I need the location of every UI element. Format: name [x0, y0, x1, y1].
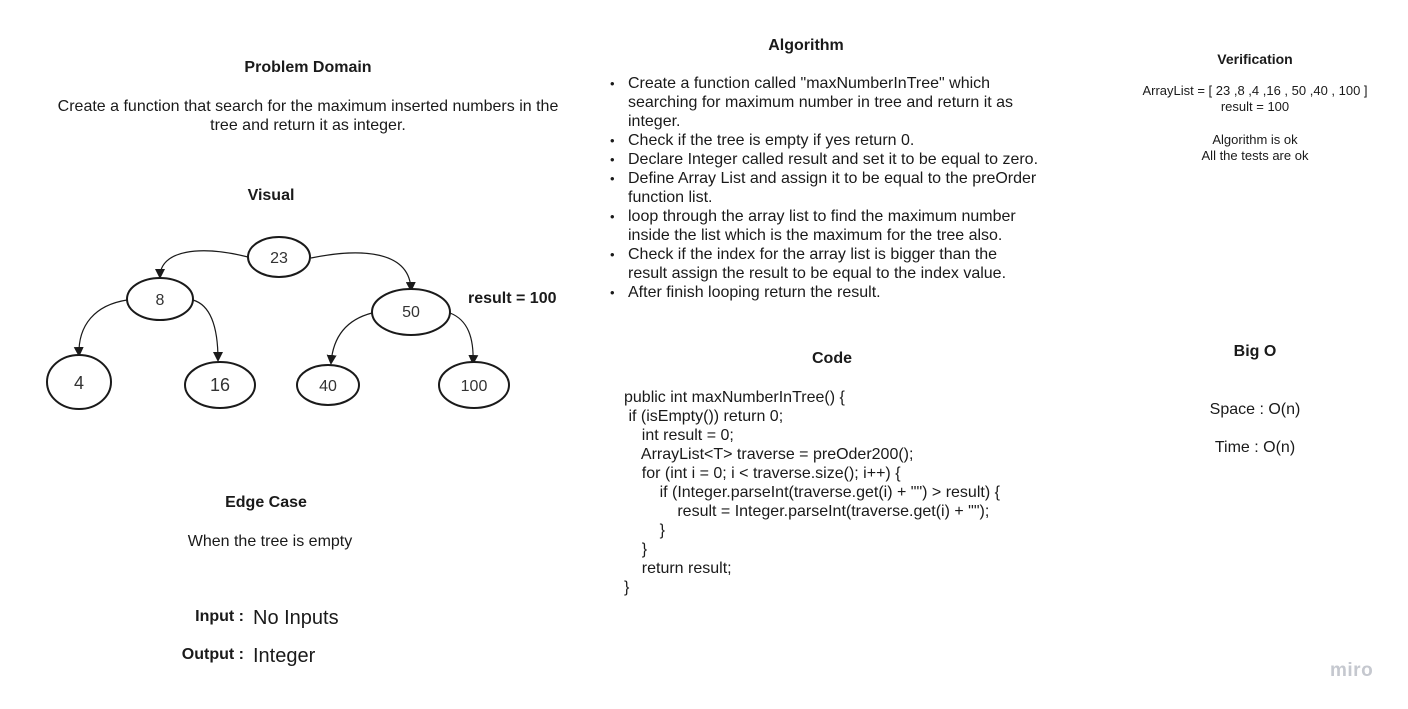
edge-23-50 [310, 252, 416, 292]
code-block: public int maxNumberInTree() { if (isEmp… [624, 389, 1000, 596]
binary-tree-diagram: 23 8 50 4 16 40 100 result = 100 [46, 236, 557, 410]
node-root [247, 236, 311, 278]
algorithm-step: Check if the index for the array list is… [610, 245, 1040, 283]
edge-case-title: Edge Case [225, 494, 307, 511]
visual-title: Visual [247, 187, 295, 204]
node-label-right: 50 [402, 304, 420, 321]
node-label-right-right: 100 [461, 378, 488, 395]
problem-domain-text: Create a function that search for the ma… [57, 98, 559, 134]
input-value: No Inputs [253, 607, 339, 629]
node-label-left-right: 16 [210, 375, 230, 395]
big-o-title: Big O [1233, 343, 1277, 360]
verification-title: Verification [1217, 51, 1293, 67]
output-value: Integer [253, 645, 316, 667]
node-left-right [184, 361, 256, 409]
edge-50-100 [449, 312, 479, 365]
edge-8-16 [192, 299, 223, 362]
node-left-left [46, 354, 112, 410]
verification-result: result = 100 [1220, 99, 1290, 114]
output-label: Output : [181, 646, 244, 663]
code-title: Code [812, 350, 852, 367]
verification-tests-ok: All the tests are ok [1201, 148, 1309, 163]
algorithm-step: Define Array List and assign it to be eq… [610, 169, 1040, 207]
edge-8-4 [73, 299, 128, 357]
miro-logo: miro [1330, 660, 1374, 681]
time-complexity: Time : O(n) [1214, 439, 1296, 456]
algorithm-steps: Create a function called "maxNumberInTre… [610, 74, 1040, 302]
edge-case-text: When the tree is empty [187, 533, 353, 550]
algorithm-step: loop through the array list to find the … [610, 207, 1040, 245]
algorithm-step: Create a function called "maxNumberInTre… [610, 74, 1040, 131]
node-left [126, 277, 194, 321]
input-label: Input : [195, 608, 244, 625]
node-right-right [438, 361, 510, 409]
node-label-left-left: 4 [74, 373, 84, 393]
edge-23-8 [155, 250, 249, 279]
node-right-left [296, 364, 360, 406]
edge-50-40 [326, 312, 373, 365]
algorithm-title: Algorithm [768, 37, 844, 54]
space-complexity: Space : O(n) [1209, 401, 1301, 418]
algorithm-step: Declare Integer called result and set it… [610, 150, 1040, 169]
algorithm-step: Check if the tree is empty if yes return… [610, 131, 1040, 150]
node-right [371, 288, 451, 336]
node-label-right-left: 40 [319, 378, 337, 395]
verification-arraylist: ArrayList = [ 23 ,8 ,4 ,16 , 50 ,40 , 10… [1142, 83, 1368, 98]
result-label: result = 100 [468, 290, 557, 307]
verification-algorithm-ok: Algorithm is ok [1212, 132, 1298, 147]
node-label-left: 8 [156, 292, 165, 309]
node-label-root: 23 [270, 250, 288, 267]
problem-domain-title: Problem Domain [244, 59, 372, 76]
algorithm-step: After finish looping return the result. [610, 283, 1040, 302]
